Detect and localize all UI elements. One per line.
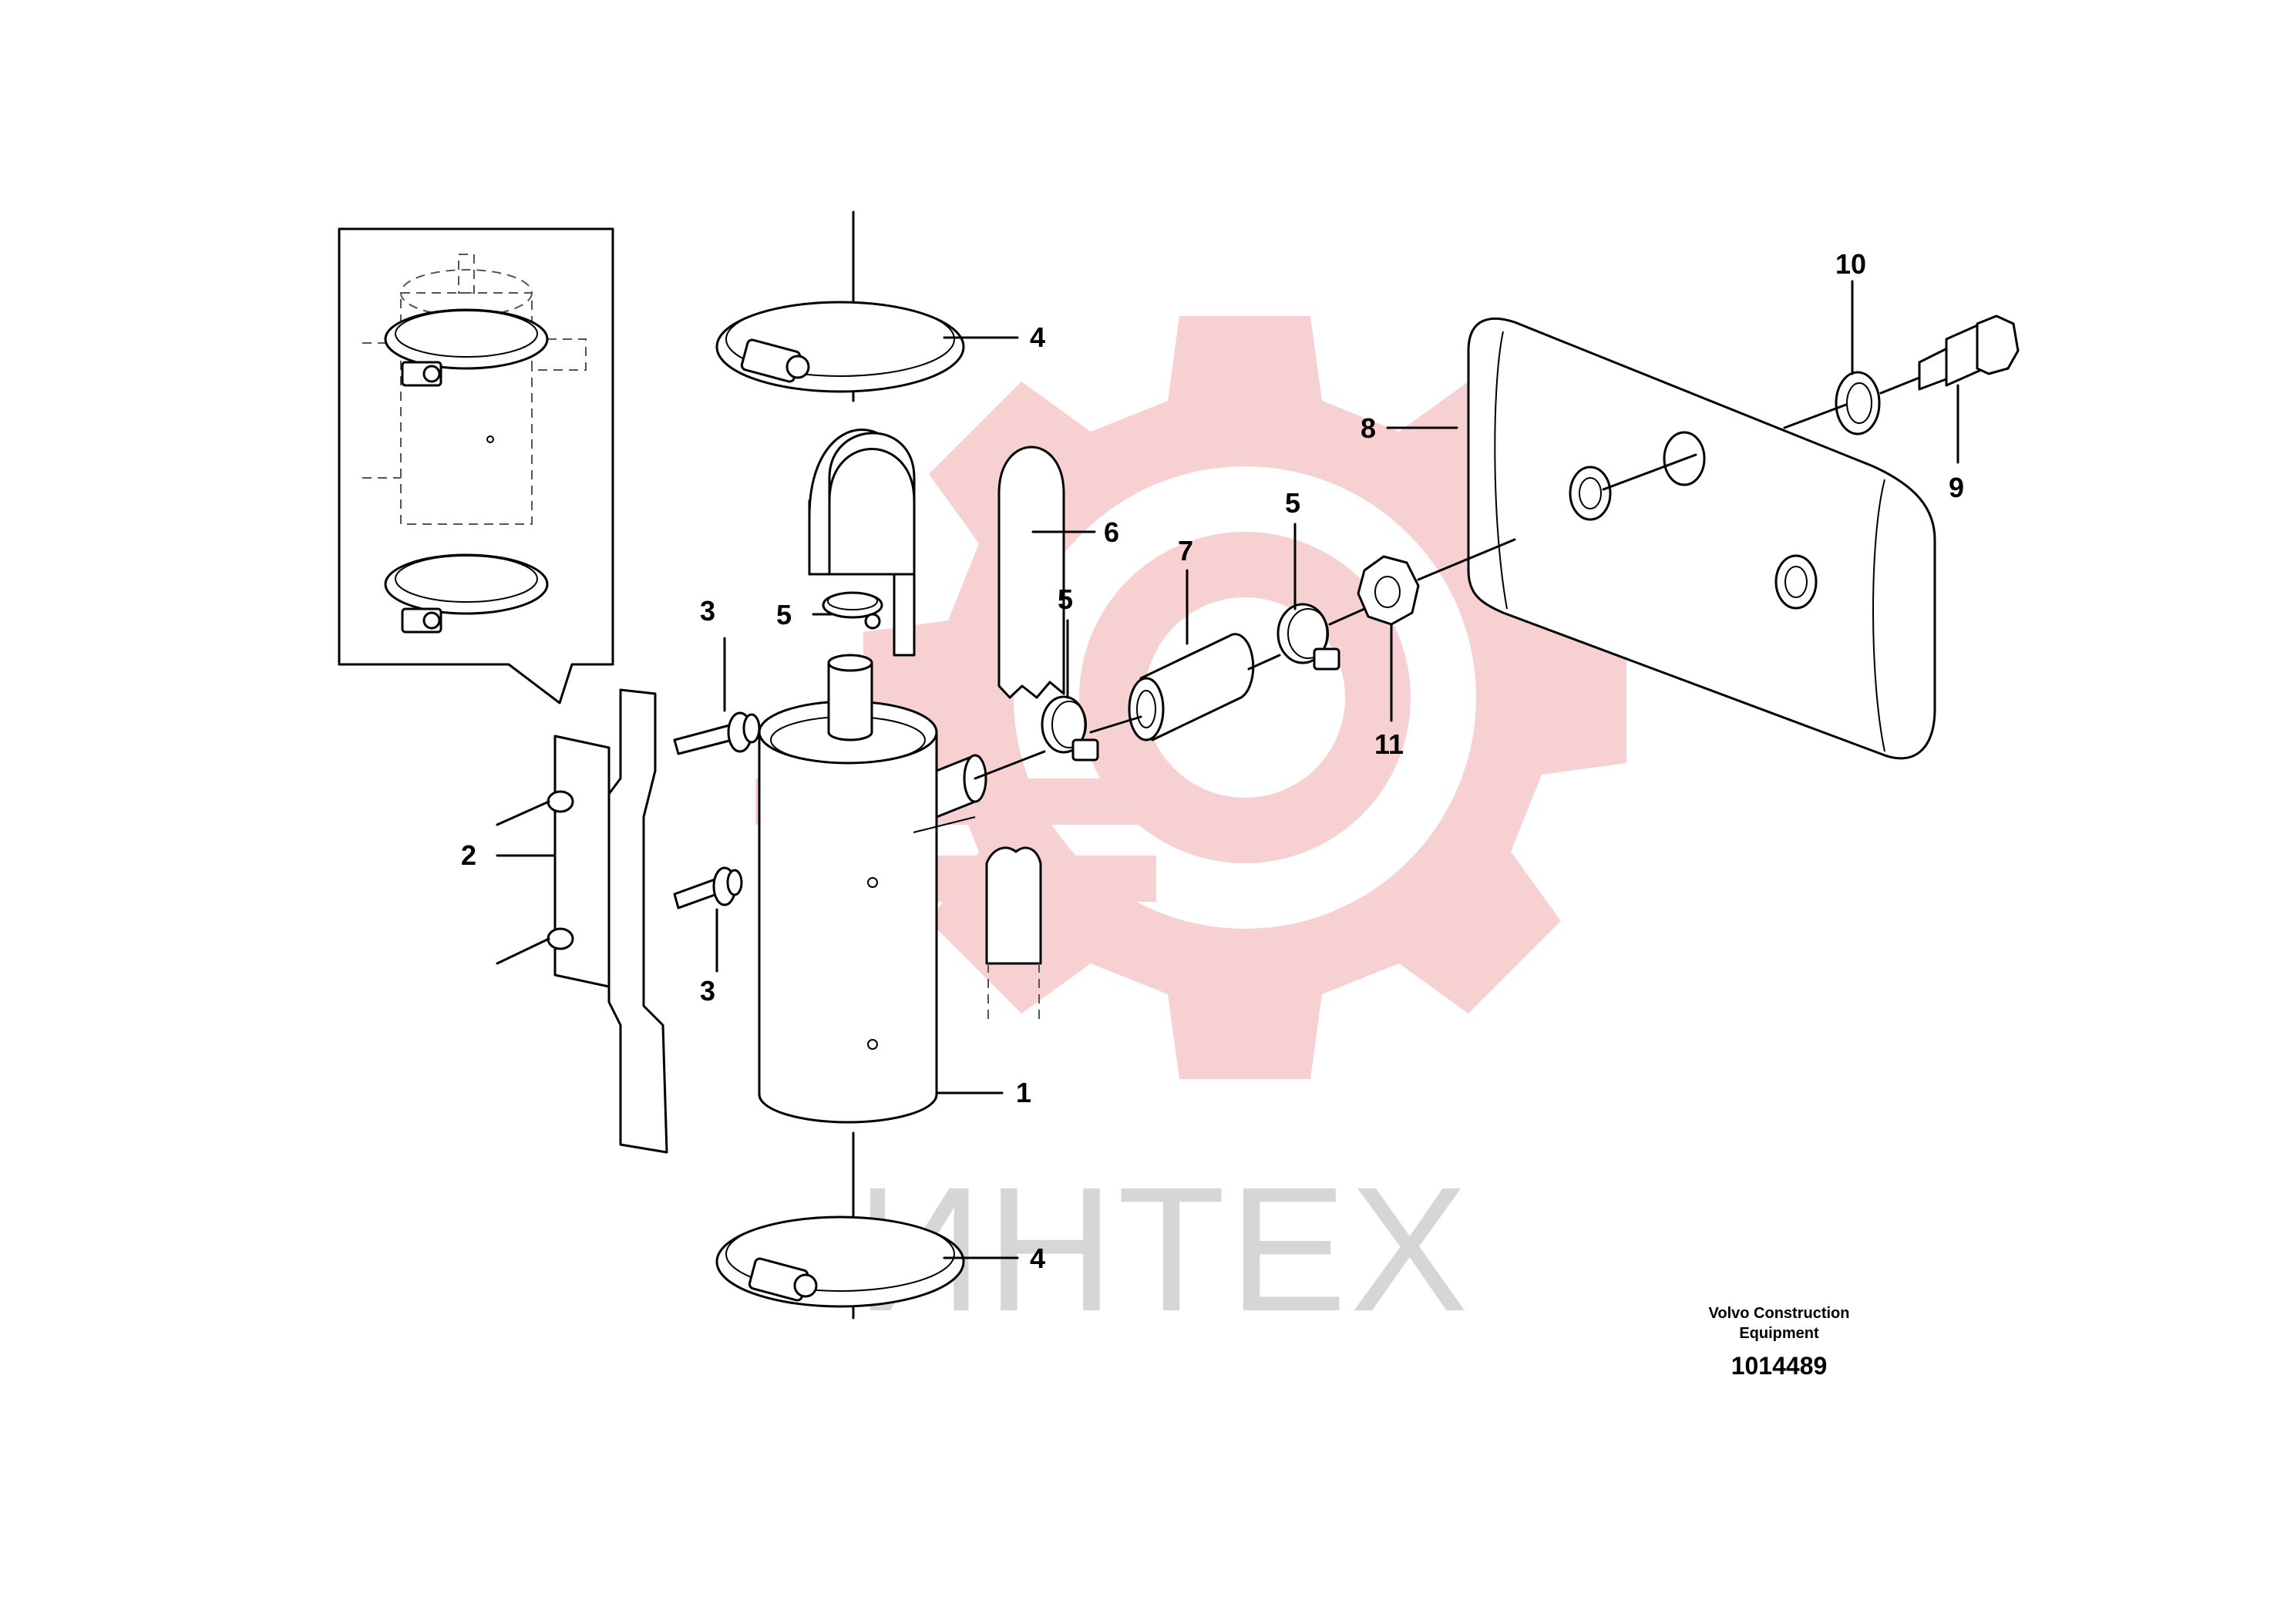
caption-manufacturer-line1: Volvo Construction — [1709, 1305, 1850, 1322]
washer-part-10 — [1835, 371, 1881, 435]
hose-clamp-bottom — [715, 1155, 965, 1320]
assembly-axis-lines — [974, 376, 1921, 780]
filter-body-part-1 — [758, 654, 987, 1158]
hose-clamp-top — [715, 210, 965, 402]
figure-caption: Volvo Construction Equipment 1014489 — [1709, 1305, 1850, 1380]
connector-tube-part-7 — [1128, 633, 1255, 741]
callout-3-upper: 3 — [700, 595, 715, 627]
callout-5-tube-clamp: 5 — [1285, 487, 1300, 519]
callout-5-hose-clamp: 5 — [1058, 583, 1073, 615]
leader-lines — [496, 280, 1959, 1259]
nut-part-11 — [1357, 555, 1420, 626]
hose-clamp-small-5b — [1041, 695, 1099, 762]
figure-number: 1014489 — [1731, 1352, 1828, 1380]
mounting-plate-part-8 — [1467, 317, 1936, 760]
hose-clamp-small-5c — [1276, 603, 1340, 671]
callout-5-filter-outlet: 5 — [776, 599, 792, 630]
callout-6: 6 — [1104, 516, 1119, 548]
caption-manufacturer-line2: Equipment — [1739, 1325, 1819, 1342]
callout-8: 8 — [1361, 412, 1376, 444]
bolt-lower — [673, 866, 743, 910]
bolt-upper — [673, 711, 761, 755]
inset-detail-box — [338, 227, 614, 704]
callout-9: 9 — [1949, 472, 1964, 503]
callout-11: 11 — [1374, 728, 1404, 760]
hose-part-6 — [808, 429, 1065, 699]
hose-clamp-small-5a — [822, 591, 883, 630]
callout-1: 1 — [1016, 1077, 1031, 1108]
callout-4-bottom: 4 — [1030, 1242, 1045, 1274]
callout-7: 7 — [1178, 535, 1193, 567]
inset-upper-clamp — [384, 308, 549, 387]
callout-10: 10 — [1835, 248, 1866, 280]
mounting-bracket-part-2 — [496, 688, 668, 1154]
fitting-part-9 — [1918, 314, 2020, 391]
callout-labels: 1 2 3 3 4 4 5 5 5 6 7 8 9 10 11 — [461, 248, 1964, 1274]
inset-lower-clamp — [384, 553, 549, 634]
callout-3-lower: 3 — [700, 975, 715, 1007]
callout-4-top: 4 — [1030, 321, 1045, 353]
callout-2: 2 — [461, 839, 476, 871]
hose-section-lower — [985, 846, 1042, 1025]
